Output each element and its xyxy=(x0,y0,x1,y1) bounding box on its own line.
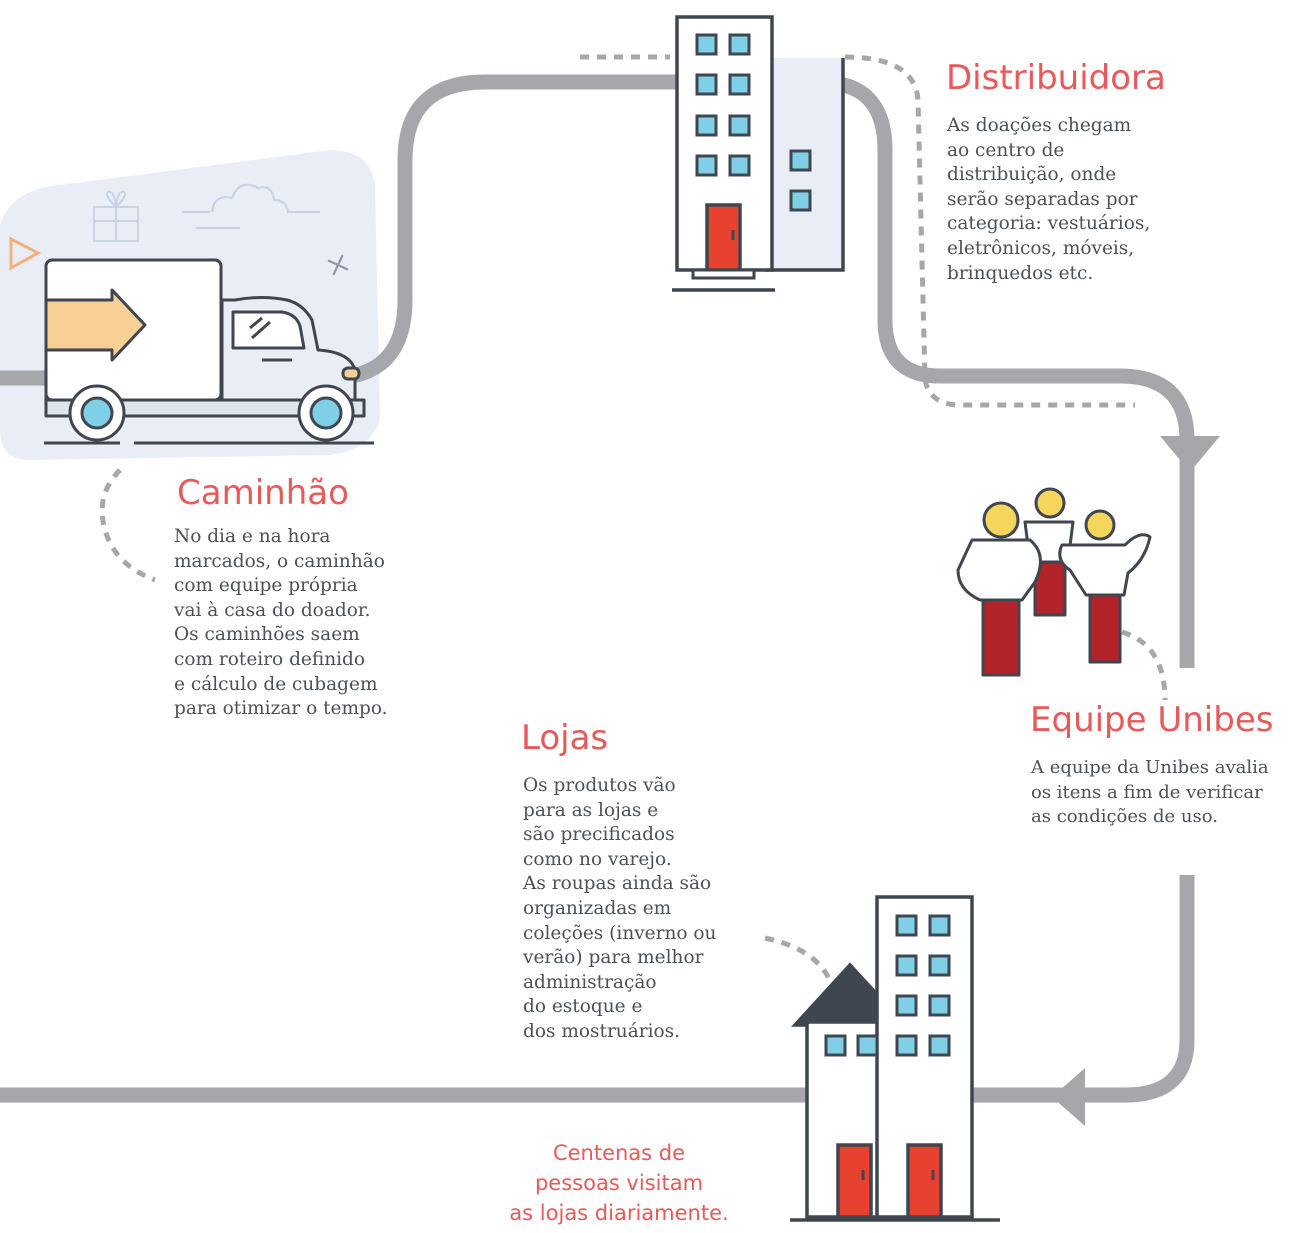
equipe-description: A equipe da Unibes avalia os itens a fim… xyxy=(1031,757,1269,828)
cloud-icon xyxy=(182,183,320,230)
process-path-lower xyxy=(0,875,1195,1103)
gift-icon xyxy=(93,190,139,242)
distribuidora-description: As doações chegam ao centro de distribui… xyxy=(947,115,1151,284)
truck-icon xyxy=(44,258,374,445)
lojas-description: Os produtos vão para as lojas e são prec… xyxy=(523,775,717,1042)
down-arrow-icon xyxy=(1160,436,1220,472)
play-icon xyxy=(9,236,42,271)
equipe-title: Equipe Unibes xyxy=(1030,700,1274,740)
left-arrow-icon xyxy=(1052,1068,1085,1126)
dashed-connector-caminhao xyxy=(99,468,156,583)
dashed-connector-distribuidora xyxy=(580,54,1135,408)
caminhao-title: Caminhão xyxy=(177,473,349,513)
distribuidora-building-icon xyxy=(672,15,845,292)
dashed-connector-equipe xyxy=(1121,629,1168,701)
visitors-note: Centenas de pessoas visitam as lojas dia… xyxy=(509,1141,729,1225)
equipe-team-icon xyxy=(956,487,1152,677)
lojas-buildings-icon xyxy=(790,895,1000,1222)
distribuidora-title: Distribuidora xyxy=(946,58,1166,98)
process-path xyxy=(0,74,1195,668)
lojas-title: Lojas xyxy=(521,718,609,758)
caminhao-description: No dia e na hora marcados, o caminhão co… xyxy=(174,526,388,720)
dashed-connector-lojas xyxy=(764,935,841,1071)
plus-icon xyxy=(327,254,349,276)
